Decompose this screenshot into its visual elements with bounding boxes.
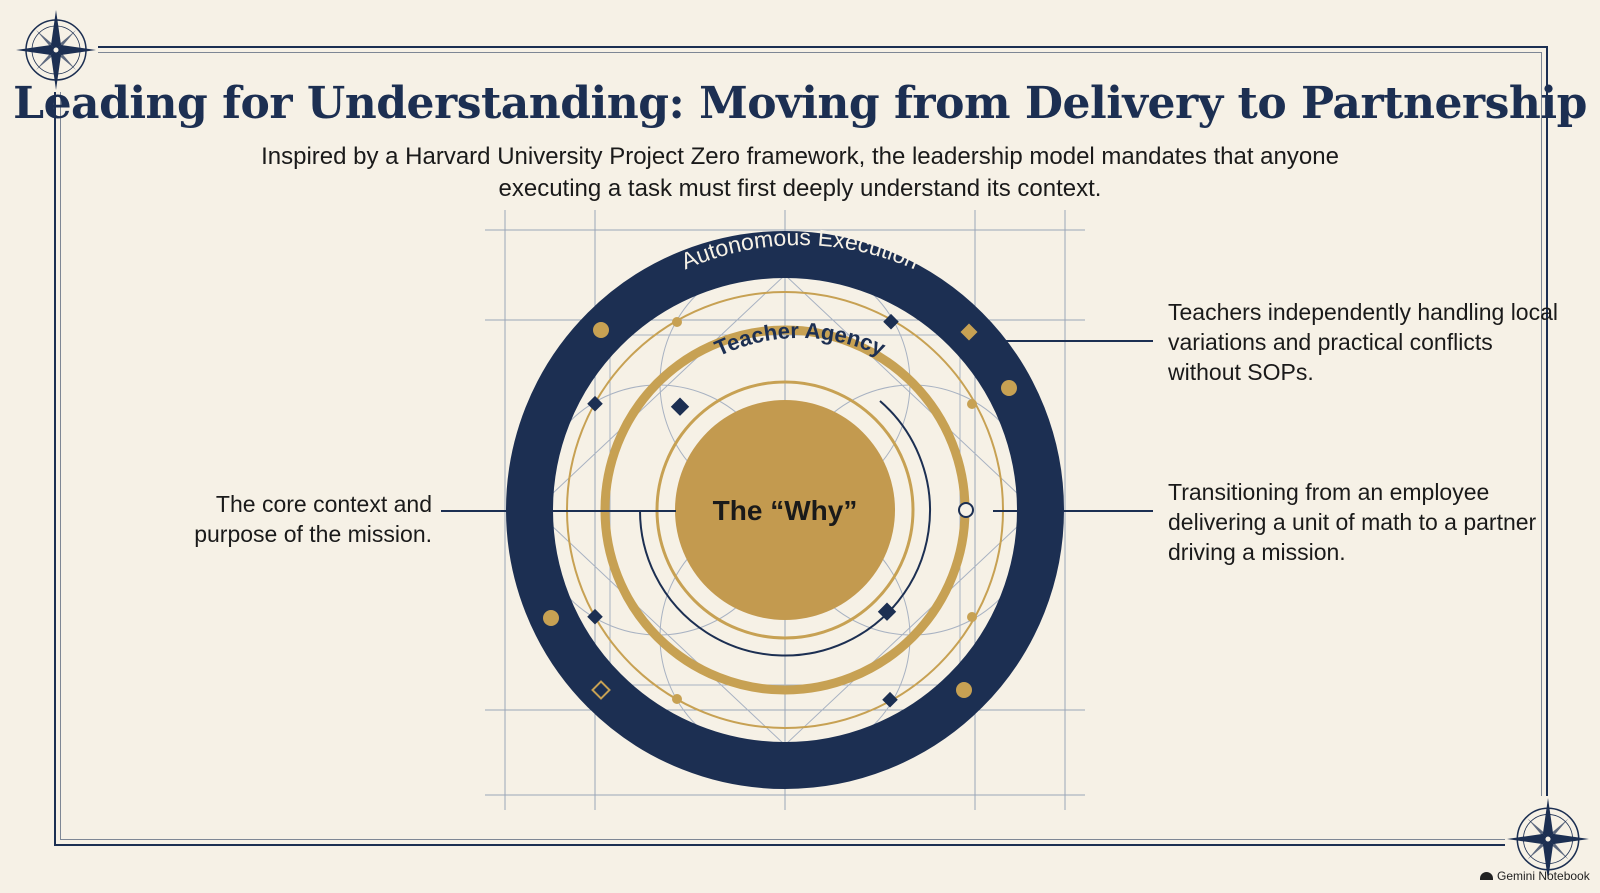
concentric-model-diagram: Autonomous Execution Teacher Agency The …: [485, 210, 1085, 810]
core-label: The “Why”: [713, 495, 858, 526]
right-top-connector-line: [993, 340, 1153, 342]
left-connector-line: [441, 510, 676, 512]
middle-ring-label: Teacher Agency: [711, 318, 890, 361]
outer-frame: [54, 46, 1548, 846]
watermark-text: Gemini Notebook: [1497, 869, 1590, 883]
callout-core-context: The core context and purpose of the miss…: [194, 491, 432, 547]
compass-rose-icon: [14, 8, 98, 92]
compass-rose-icon: [1505, 796, 1591, 882]
right-bottom-connector-line: [993, 510, 1153, 512]
callout-autonomous-execution: Teachers independently handling local va…: [1168, 299, 1559, 385]
inner-arc: [638, 400, 931, 657]
core-circle: [675, 400, 895, 620]
gemini-notebook-watermark: Gemini Notebook: [1480, 869, 1590, 883]
page-subtitle: Inspired by a Harvard University Project…: [261, 143, 1339, 202]
callout-teacher-agency: Transitioning from an employee deliverin…: [1168, 479, 1537, 565]
gemini-logo-icon: [1480, 872, 1493, 880]
inner-frame: [60, 52, 1542, 840]
page-title: Leading for Understanding: Moving from D…: [13, 78, 1587, 129]
